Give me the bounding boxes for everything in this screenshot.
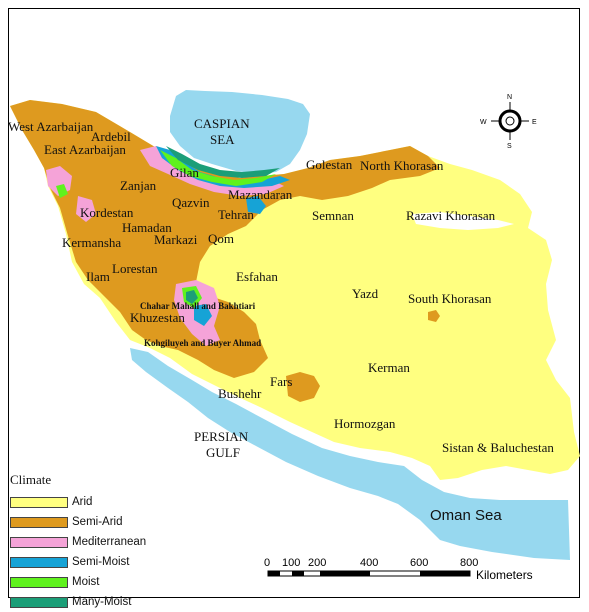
semi-moist-zagros xyxy=(194,304,212,326)
label-ardebil: Ardebil xyxy=(91,129,131,144)
legend-swatch xyxy=(10,596,68,608)
compass-n: N xyxy=(507,94,512,101)
legend-swatch xyxy=(10,556,68,568)
semi-moist-tehran xyxy=(246,196,266,214)
scale-tick-600: 600 xyxy=(410,557,428,569)
label-east-azarbaijan: East Azarbaijan xyxy=(44,142,126,157)
legend-label: Mediterranean xyxy=(72,536,147,548)
persian-gulf xyxy=(130,348,570,560)
legend-swatch xyxy=(10,496,68,508)
label-tehran: Tehran xyxy=(218,207,254,222)
compass-rose-icon: N S W E xyxy=(480,94,537,150)
label-qazvin: Qazvin xyxy=(172,195,210,210)
scale-tick-400: 400 xyxy=(360,557,378,569)
legend-label: Moist xyxy=(72,576,100,588)
label-north-khorasan: North Khorasan xyxy=(360,158,444,173)
label-razavi-khorasan: Razavi Khorasan xyxy=(406,208,496,223)
label-kohgiluyeh: Kohgiluyeh and Buyer Ahmad xyxy=(144,338,261,348)
legend-swatch xyxy=(10,536,68,548)
legend-item-moist: Moist xyxy=(10,572,160,592)
compass-s: S xyxy=(507,143,512,150)
mediterranean-kordestan xyxy=(76,196,96,222)
label-kermanshah: Kermansha xyxy=(62,235,121,250)
label-caspian-1: CASPIAN xyxy=(194,116,250,131)
semi-arid-fars-patch xyxy=(286,372,320,402)
semi-arid-region xyxy=(10,100,440,378)
label-gilan: Gilan xyxy=(170,165,199,180)
legend-swatch xyxy=(10,516,68,528)
moist-caspian xyxy=(160,150,276,186)
scale-bar: 0 100 200 400 600 800 Kilometers xyxy=(264,557,533,582)
scale-tick-0: 0 xyxy=(264,557,270,569)
legend: Climate Arid Semi-Arid Mediterranean Sem… xyxy=(10,472,160,612)
label-kerman: Kerman xyxy=(368,360,410,375)
label-south-khorasan: South Khorasan xyxy=(408,291,492,306)
legend-item-semi-moist: Semi-Moist xyxy=(10,552,160,572)
moist-west xyxy=(56,184,68,198)
many-moist-zagros xyxy=(186,290,198,304)
scale-unit: Kilometers xyxy=(476,568,533,582)
legend-label: Semi-Arid xyxy=(72,516,123,528)
many-moist-caspian xyxy=(166,146,280,178)
legend-swatch xyxy=(10,576,68,588)
label-khuzestan: Khuzestan xyxy=(130,310,185,325)
label-persian-1: PERSIAN xyxy=(194,429,249,444)
label-persian-2: GULF xyxy=(206,445,240,460)
label-kordestan: Kordestan xyxy=(80,205,134,220)
label-qom: Qom xyxy=(208,231,234,246)
label-chahar-mahall: Chahar Mahall and Bakhtiari xyxy=(140,301,256,311)
legend-item-many-moist: Many-Moist xyxy=(10,592,160,612)
label-yazd: Yazd xyxy=(352,286,379,301)
label-zanjan: Zanjan xyxy=(120,178,157,193)
label-lorestan: Lorestan xyxy=(112,261,158,276)
label-hormozgan: Hormozgan xyxy=(334,416,396,431)
label-oman-sea: Oman Sea xyxy=(430,507,502,524)
label-ilam: Ilam xyxy=(86,269,110,284)
legend-label: Many-Moist xyxy=(72,596,132,608)
legend-title: Climate xyxy=(10,472,52,487)
label-sistan: Sistan & Baluchestan xyxy=(442,440,554,455)
label-mazandaran: Mazandaran xyxy=(228,187,293,202)
legend-item-arid: Arid xyxy=(10,492,160,512)
legend-label: Arid xyxy=(72,496,93,508)
razavi-blank xyxy=(412,212,514,230)
label-golestan: Golestan xyxy=(306,157,353,172)
scale-tick-800: 800 xyxy=(460,557,478,569)
label-hamadan: Hamadan xyxy=(122,220,172,235)
label-esfahan: Esfahan xyxy=(236,269,278,284)
label-semnan: Semnan xyxy=(312,208,354,223)
compass-e: E xyxy=(532,119,537,126)
semi-arid-yazd-patch xyxy=(428,310,440,322)
legend-item-mediterranean: Mediterranean xyxy=(10,532,160,552)
legend-item-semi-arid: Semi-Arid xyxy=(10,512,160,532)
label-fars: Fars xyxy=(270,374,292,389)
label-markazi: Markazi xyxy=(154,232,198,247)
scale-tick-200: 200 xyxy=(308,557,326,569)
compass-w: W xyxy=(480,119,487,126)
label-caspian-2: SEA xyxy=(210,132,235,147)
label-bushehr: Bushehr xyxy=(218,386,262,401)
mediterranean-gilan xyxy=(140,146,284,196)
scale-tick-100: 100 xyxy=(282,557,300,569)
legend-label: Semi-Moist xyxy=(72,556,130,568)
label-west-azarbaijan: West Azarbaijan xyxy=(8,119,94,134)
caspian-sea xyxy=(170,90,310,174)
